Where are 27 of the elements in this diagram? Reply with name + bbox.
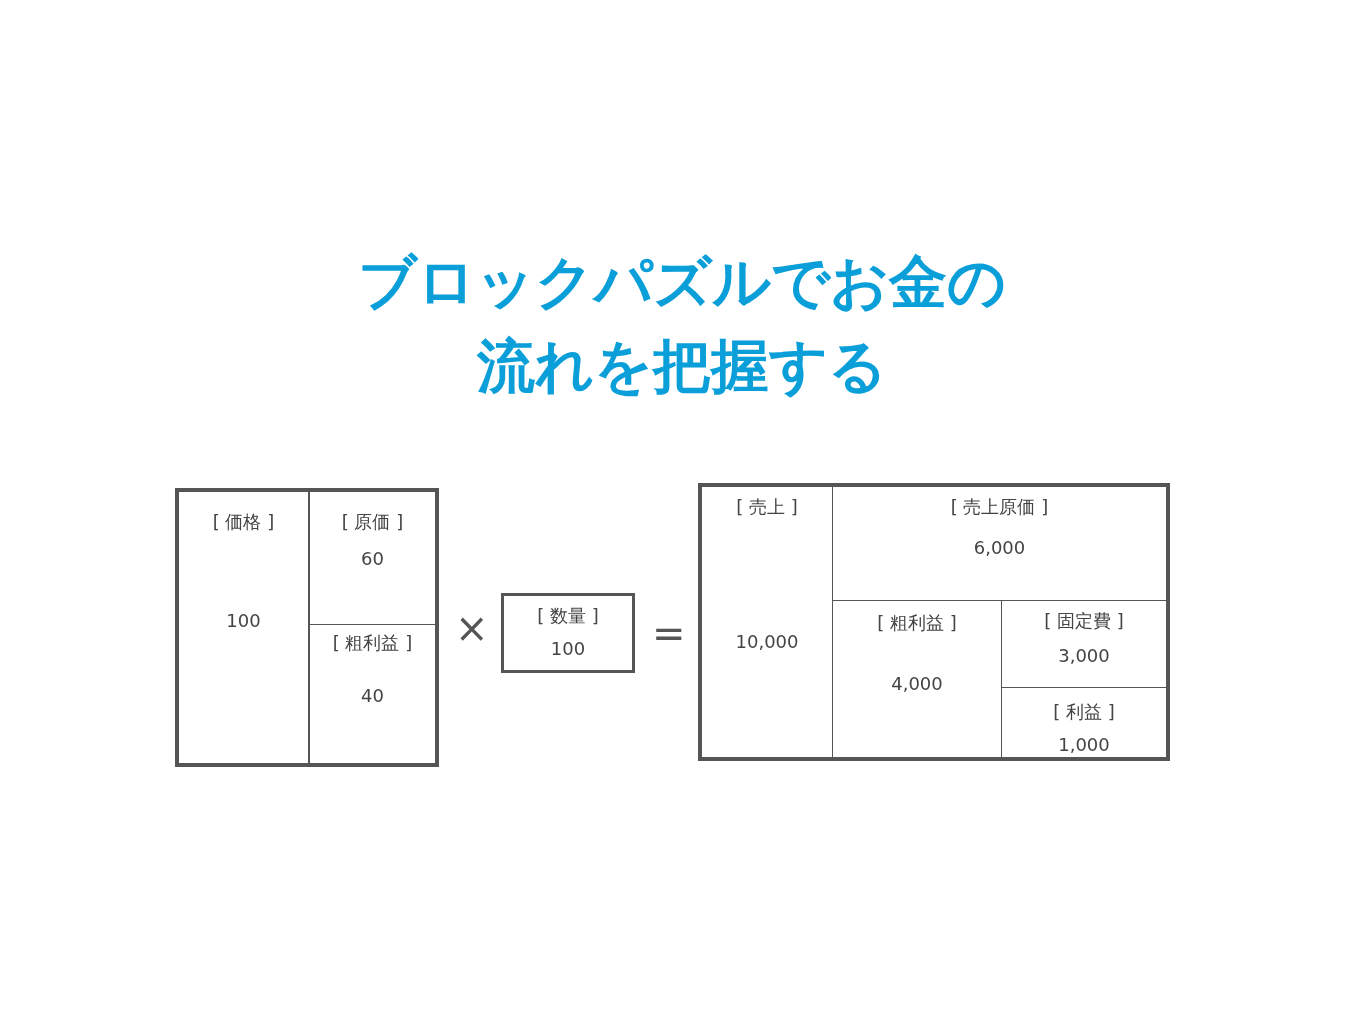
cell-value: 10,000 xyxy=(735,631,799,652)
cell-value: 6,000 xyxy=(973,537,1026,558)
block-cell xyxy=(309,624,436,764)
cell-value: 100 xyxy=(550,638,586,659)
block-cell xyxy=(1001,687,1167,758)
cell-value: 4,000 xyxy=(891,673,943,694)
cell-value: 1,000 xyxy=(1058,734,1110,755)
cell-value: 100 xyxy=(226,610,261,631)
cell-heading: [ 売上原価 ] xyxy=(950,495,1049,519)
cell-heading: [ 売上 ] xyxy=(736,495,798,519)
operator-sign: = xyxy=(652,610,686,656)
cell-heading: [ 数量 ] xyxy=(537,604,599,628)
cell-value: 3,000 xyxy=(1058,645,1110,666)
block-cell xyxy=(832,486,1167,601)
block-cell xyxy=(701,486,833,758)
block-cell xyxy=(309,491,436,625)
operator-sign: × xyxy=(455,605,489,651)
cell-value: 40 xyxy=(361,685,384,706)
title: ブロックパズルでお金の流れを把握する xyxy=(357,247,1007,402)
cell-heading: [ 粗利益 ] xyxy=(332,631,413,655)
cell-heading: [ 粗利益 ] xyxy=(877,611,957,635)
cell-heading: [ 価格 ] xyxy=(212,510,275,534)
cell-heading: [ 利益 ] xyxy=(1053,700,1115,724)
block-cell xyxy=(178,491,309,764)
cell-heading: [ 固定費 ] xyxy=(1044,609,1124,633)
cell-value: 60 xyxy=(361,548,384,569)
cell-heading: [ 原価 ] xyxy=(341,510,404,534)
